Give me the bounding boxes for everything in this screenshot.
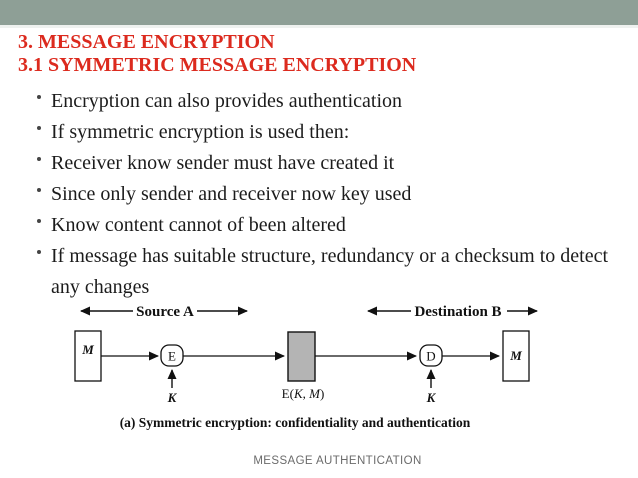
bullet-item: If symmetric encryption is used then: <box>36 117 614 148</box>
source-a-label: Source A <box>136 304 194 320</box>
key-left-label: K <box>167 390 178 405</box>
message-left-label: M <box>81 342 94 357</box>
slide-title-line2: 3.1 SYMMETRIC MESSAGE ENCRYPTION <box>18 54 417 76</box>
slide-title-line1: 3. MESSAGE ENCRYPTION <box>18 31 275 53</box>
ciphertext-box <box>287 331 316 382</box>
symmetric-encryption-diagram: Source A Destination B M E E(K, M) D M K <box>74 304 538 405</box>
encrypt-node-label: E <box>168 349 176 364</box>
message-right-label: M <box>509 348 522 363</box>
decrypt-node-label: D <box>426 349 435 364</box>
slide-theme-top-bar <box>0 0 638 25</box>
slide-theme-top-bar-edge <box>0 25 638 28</box>
diagram-caption: (a) Symmetric encryption: confidentialit… <box>119 415 471 430</box>
ciphertext-label: E(K, M) <box>282 386 325 401</box>
bullet-list: Encryption can also provides authenticat… <box>36 86 614 303</box>
bullet-item: If message has suitable structure, redun… <box>36 241 614 303</box>
bullet-item: Receiver know sender must have created i… <box>36 148 614 179</box>
bullet-item: Since only sender and receiver now key u… <box>36 179 614 210</box>
key-right-label: K <box>426 390 437 405</box>
bullet-item: Encryption can also provides authenticat… <box>36 86 614 117</box>
message-box-left <box>74 330 102 382</box>
footer-text: MESSAGE AUTHENTICATION <box>253 455 422 467</box>
slide-title: 3. MESSAGE ENCRYPTION 3.1 SYMMETRIC MESS… <box>18 31 416 77</box>
message-box-right <box>502 330 530 382</box>
destination-b-label: Destination B <box>414 304 501 320</box>
bullet-item: Know content cannot of been altered <box>36 210 614 241</box>
